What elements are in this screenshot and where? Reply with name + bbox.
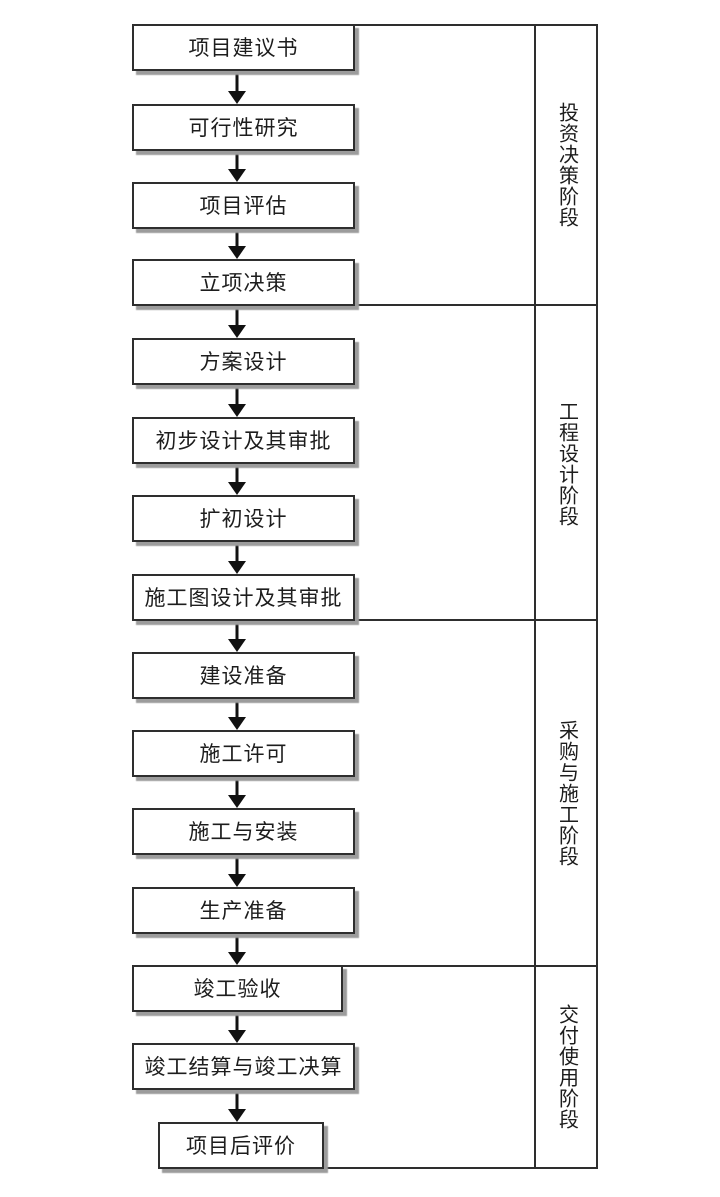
flow-arrow-13 <box>228 1012 246 1043</box>
arrow-head-icon <box>228 246 246 259</box>
flow-step-label: 施工许可 <box>199 742 288 766</box>
arrow-stem <box>235 151 239 171</box>
arrow-head-icon <box>228 952 246 965</box>
flow-step-label: 生产准备 <box>199 899 288 923</box>
flow-step-box-6: 初步设计及其审批 <box>132 417 355 464</box>
flow-step-label: 项目评估 <box>199 194 288 218</box>
flow-step-box-13: 竣工验收 <box>132 965 343 1012</box>
arrow-head-icon <box>228 1109 246 1122</box>
arrow-head-icon <box>228 717 246 730</box>
flow-step-label: 项目建议书 <box>188 36 299 60</box>
arrow-stem <box>235 1012 239 1032</box>
flow-step-label: 施工图设计及其审批 <box>144 586 343 610</box>
flow-step-label: 可行性研究 <box>188 116 299 140</box>
flow-arrow-9 <box>228 699 246 730</box>
arrow-head-icon <box>228 482 246 495</box>
flow-step-label: 扩初设计 <box>199 507 288 531</box>
flow-step-label: 初步设计及其审批 <box>155 429 332 453</box>
flow-step-box-14: 竣工结算与竣工决算 <box>132 1043 355 1090</box>
flow-arrow-1 <box>228 71 246 104</box>
phase-divider-line-3 <box>341 965 598 967</box>
flow-arrow-5 <box>228 385 246 417</box>
flow-step-box-4: 立项决策 <box>132 259 355 306</box>
flow-step-box-7: 扩初设计 <box>132 495 355 542</box>
flow-arrow-11 <box>228 855 246 887</box>
arrow-head-icon <box>228 639 246 652</box>
flow-step-box-9: 建设准备 <box>132 652 355 699</box>
flow-step-label: 施工与安装 <box>188 820 299 844</box>
flow-arrow-14 <box>228 1090 246 1122</box>
arrow-head-icon <box>228 561 246 574</box>
arrow-stem <box>235 542 239 563</box>
phase-label: 投资决策阶段 <box>555 102 578 228</box>
arrow-head-icon <box>228 874 246 887</box>
flow-step-box-8: 施工图设计及其审批 <box>132 574 355 621</box>
flow-arrow-8 <box>228 621 246 652</box>
flow-arrow-10 <box>228 777 246 808</box>
flow-step-label: 竣工验收 <box>193 977 282 1001</box>
arrow-stem <box>235 934 239 954</box>
phase-cell-4: 交付使用阶段 <box>536 967 596 1167</box>
flow-step-box-15: 项目后评价 <box>158 1122 324 1169</box>
phase-divider-line-bottom <box>322 1167 598 1169</box>
arrow-stem <box>235 1090 239 1111</box>
flow-arrow-6 <box>228 464 246 495</box>
flow-step-box-5: 方案设计 <box>132 338 355 385</box>
phase-column-right-border <box>596 24 598 1169</box>
arrow-stem <box>235 699 239 719</box>
flow-step-box-10: 施工许可 <box>132 730 355 777</box>
arrow-stem <box>235 229 239 248</box>
arrow-stem <box>235 464 239 484</box>
phase-divider-line-2 <box>353 619 598 621</box>
flow-arrow-2 <box>228 151 246 182</box>
flow-step-label: 项目后评价 <box>186 1134 296 1158</box>
arrow-head-icon <box>228 325 246 338</box>
flow-step-label: 建设准备 <box>199 664 288 688</box>
arrow-stem <box>235 306 239 327</box>
phase-label: 交付使用阶段 <box>555 1004 578 1130</box>
phase-divider-line-1 <box>353 304 598 306</box>
phase-column-left-border <box>534 24 536 1169</box>
flow-step-box-11: 施工与安装 <box>132 808 355 855</box>
flow-step-label: 立项决策 <box>199 271 288 295</box>
arrow-stem <box>235 777 239 797</box>
arrow-stem <box>235 385 239 406</box>
flow-step-box-2: 可行性研究 <box>132 104 355 151</box>
flow-step-box-1: 项目建议书 <box>132 24 355 71</box>
phase-divider-line-top <box>353 24 598 26</box>
flow-arrow-4 <box>228 306 246 338</box>
phase-cell-1: 投资决策阶段 <box>536 26 596 304</box>
flow-step-box-3: 项目评估 <box>132 182 355 229</box>
flow-step-label: 方案设计 <box>199 350 288 374</box>
arrow-head-icon <box>228 169 246 182</box>
phase-label: 工程设计阶段 <box>555 400 578 527</box>
arrow-head-icon <box>228 1030 246 1043</box>
flow-arrow-3 <box>228 229 246 259</box>
arrow-stem <box>235 855 239 876</box>
arrow-head-icon <box>228 404 246 417</box>
arrow-stem <box>235 621 239 641</box>
flow-step-label: 竣工结算与竣工决算 <box>144 1055 343 1079</box>
flow-arrow-12 <box>228 934 246 965</box>
phase-cell-3: 采购与施工阶段 <box>536 623 596 963</box>
flow-arrow-7 <box>228 542 246 574</box>
arrow-stem <box>235 71 239 93</box>
arrow-head-icon <box>228 795 246 808</box>
phase-cell-2: 工程设计阶段 <box>536 308 596 619</box>
phase-label: 采购与施工阶段 <box>555 719 578 867</box>
flow-step-box-12: 生产准备 <box>132 887 355 934</box>
arrow-head-icon <box>228 91 246 104</box>
